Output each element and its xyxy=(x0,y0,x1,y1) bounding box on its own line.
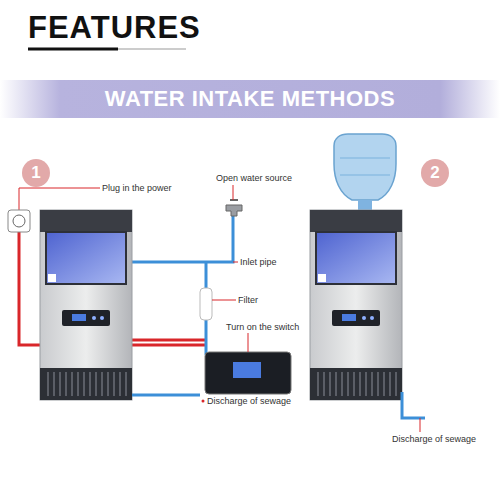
bottle-neck xyxy=(358,200,372,210)
leader-line xyxy=(248,333,249,352)
leader-line xyxy=(212,300,236,301)
callout-label: Inlet pipe xyxy=(240,257,360,268)
water-faucet xyxy=(230,199,238,201)
panel-display xyxy=(233,362,261,378)
water-faucet xyxy=(226,205,242,216)
title-underline xyxy=(118,48,186,50)
bottle-ridges xyxy=(340,158,390,175)
leader-line xyxy=(233,185,234,200)
water-bottle xyxy=(334,134,396,200)
title-underline xyxy=(28,48,118,51)
section-band-text: WATER INTAKE METHODS xyxy=(105,86,395,112)
power-socket xyxy=(8,210,30,232)
callout-label: Plug in the power xyxy=(102,183,222,194)
callout-label: Discharge of sewage xyxy=(392,434,500,445)
leader-dot xyxy=(202,400,205,403)
power-wire xyxy=(132,339,205,342)
callout-label: Filter xyxy=(238,295,358,306)
power-socket xyxy=(13,215,25,227)
leader-line xyxy=(19,188,100,210)
drain-pipe xyxy=(402,392,425,418)
step-number: 1 xyxy=(22,159,50,187)
drain-pipe xyxy=(132,394,200,397)
leader-line xyxy=(233,262,238,263)
step-number-text: 1 xyxy=(31,163,40,183)
callout-label: Discharge of sewage xyxy=(207,396,327,407)
step-number: 2 xyxy=(421,159,449,187)
callout-label: Turn on the switch xyxy=(226,322,346,333)
inlet-pipe xyxy=(132,215,233,262)
control-panel xyxy=(205,352,291,394)
leader-line xyxy=(420,418,421,432)
water-filter xyxy=(200,288,212,320)
page-title: FEATURES xyxy=(28,10,201,46)
section-band: WATER INTAKE METHODS xyxy=(0,80,500,118)
step-number-text: 2 xyxy=(430,163,439,183)
callout-label: Open water source xyxy=(216,173,336,184)
